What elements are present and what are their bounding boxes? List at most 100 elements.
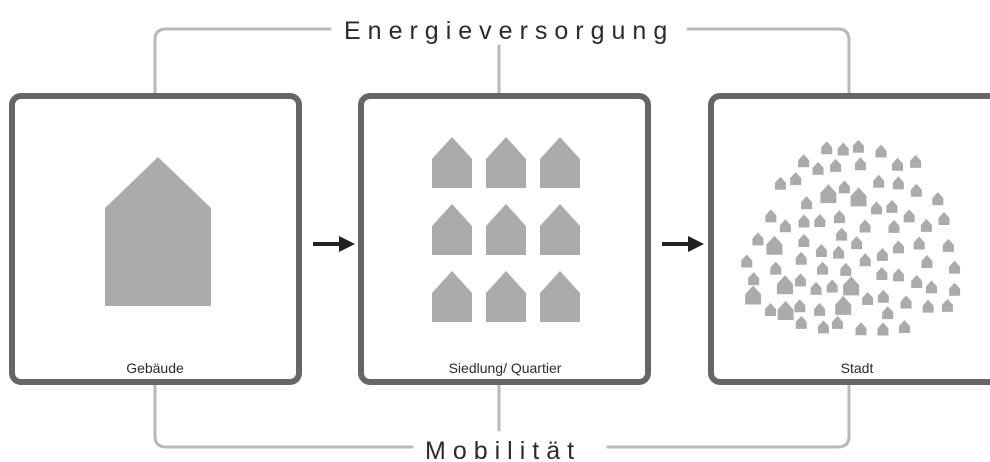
house-icon (893, 268, 905, 282)
house-icon (432, 204, 472, 255)
house-icon (903, 209, 915, 223)
house-icon (877, 322, 889, 336)
house-icon (892, 176, 904, 190)
house-icon (837, 142, 849, 156)
house-icon (859, 253, 871, 267)
house-icon (838, 180, 850, 194)
house-icon (932, 192, 944, 206)
house-icon (766, 235, 783, 255)
house-icon (876, 247, 888, 261)
house-icon (922, 299, 934, 313)
house-icon (875, 144, 887, 158)
house-icon (486, 271, 526, 322)
house-icon (794, 299, 806, 313)
top-connector (153, 27, 851, 99)
house-icon (748, 272, 760, 286)
house-icon (765, 209, 777, 223)
house-icon (911, 274, 923, 288)
house-icon (873, 174, 885, 188)
house-icon (888, 219, 900, 233)
box-label-siedlung: Siedlung/ Quartier (449, 360, 562, 376)
house-icon (774, 176, 786, 190)
house-icon (949, 282, 961, 296)
house-icon (815, 243, 827, 257)
house-icon (843, 276, 860, 296)
house-icon (859, 219, 871, 233)
top-connector-left (153, 27, 332, 99)
house-icon (798, 154, 810, 168)
house-icon (851, 236, 863, 250)
house-icon (540, 204, 580, 255)
house-icon (798, 234, 810, 248)
house-icon (814, 214, 826, 228)
house-icon (882, 306, 894, 320)
house-icon (876, 267, 888, 281)
house-icon (812, 161, 824, 175)
house-icon (826, 279, 838, 293)
house-icon (862, 291, 874, 305)
house-icon (798, 214, 810, 228)
house-icon (745, 285, 762, 305)
house-icon (810, 281, 822, 295)
house-icon (840, 262, 852, 276)
house-icon (821, 141, 833, 155)
house-icon (833, 245, 845, 259)
house-icon (770, 261, 782, 275)
house-icon (942, 238, 954, 252)
stage-box-gebaeude: Gebäude (9, 93, 302, 385)
top-connector-right (686, 27, 851, 99)
house-icon (486, 204, 526, 255)
house-icon (795, 315, 807, 329)
house-icon (913, 236, 925, 250)
box-label-stadt: Stadt (841, 360, 874, 376)
house-icon (850, 187, 867, 207)
bottom-title: Mobilität (425, 437, 581, 462)
house-icon (926, 280, 938, 294)
house-icon-large (105, 157, 211, 306)
house-icon (941, 298, 953, 312)
house-icon (910, 154, 922, 168)
stage-box-siedlung: Siedlung/ Quartier (358, 93, 651, 385)
house-icon (854, 157, 866, 171)
house-icon (765, 302, 777, 316)
top-title: Energieversorgung (344, 17, 674, 45)
box-label-gebaeude: Gebäude (126, 360, 184, 376)
house-icon (891, 157, 903, 171)
house-icon (833, 210, 845, 224)
house-icon (900, 295, 912, 309)
bottom-connector-left (153, 383, 414, 449)
house-icon (777, 300, 794, 320)
house-icon (886, 199, 898, 213)
house-icon (432, 137, 472, 188)
arrow-right-icon (662, 236, 704, 252)
house-icon (741, 254, 753, 268)
stage-box-stadt: Stadt (708, 93, 990, 385)
house-icon (898, 320, 910, 334)
house-icon (817, 261, 829, 275)
house-icon (540, 137, 580, 188)
house-icon (540, 271, 580, 322)
bottom-connector (153, 383, 851, 449)
house-icon (779, 219, 791, 233)
house-icon (920, 218, 932, 232)
house-icon (790, 172, 802, 186)
house-icon (855, 322, 867, 336)
house-icon (852, 139, 864, 153)
house-icon (910, 183, 922, 197)
house-icon (836, 227, 848, 241)
house-icon (817, 320, 829, 334)
house-icon (794, 273, 806, 287)
house-icon (752, 232, 764, 246)
house-icon (949, 260, 961, 274)
house-icon (486, 137, 526, 188)
house-icon (835, 295, 852, 315)
settlement-houses (432, 137, 580, 322)
house-icon (795, 251, 807, 265)
arrow-right-icon (313, 236, 355, 252)
house-icon (877, 289, 889, 303)
city-houses (741, 139, 961, 336)
house-icon (871, 201, 883, 215)
house-icon (921, 255, 933, 269)
house-icon (830, 158, 842, 172)
